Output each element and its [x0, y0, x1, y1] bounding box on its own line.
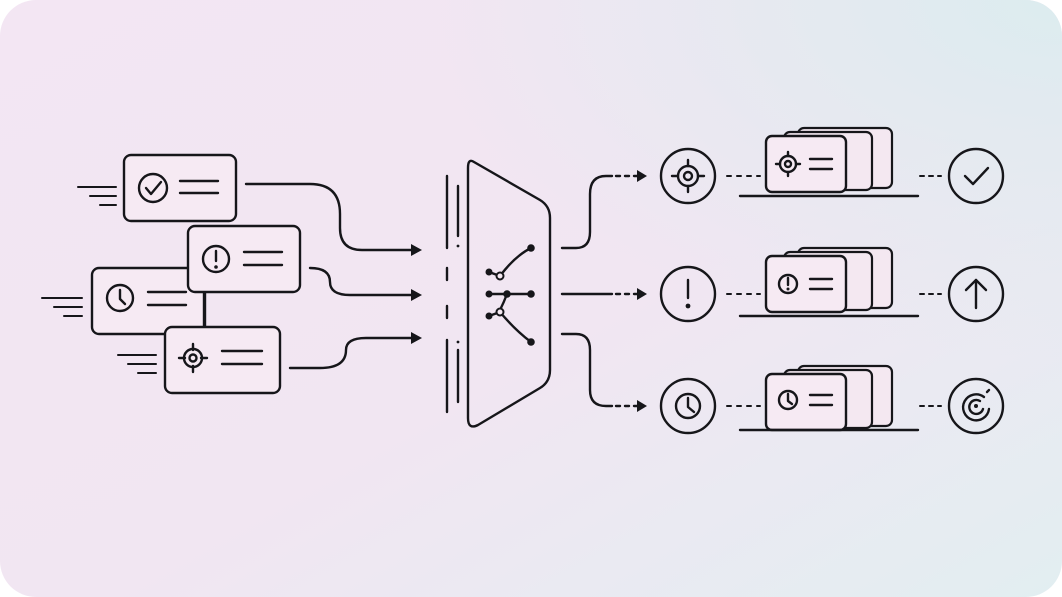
output-flows	[560, 170, 647, 412]
decision-tree-icon	[485, 244, 535, 346]
check-circle-icon	[137, 172, 169, 204]
input-card-crosshair	[163, 325, 282, 395]
ticket-stack	[738, 246, 920, 318]
input-flows	[244, 182, 422, 370]
filter-gate	[445, 159, 552, 428]
speed-lines	[41, 186, 157, 374]
input-card-exclamation	[186, 224, 302, 294]
input-card-check	[122, 153, 238, 223]
crosshair-icon	[177, 342, 209, 374]
exclamation-icon	[659, 265, 717, 323]
clock-icon	[105, 283, 135, 313]
ticket-stack	[738, 364, 920, 432]
spiral-icon	[947, 377, 1005, 435]
input-card-clock	[90, 266, 206, 336]
clock-icon	[659, 377, 717, 435]
arrow-up-icon	[947, 265, 1005, 323]
output-row-crosshair	[659, 126, 1005, 205]
output-row-exclamation	[659, 246, 1005, 323]
crosshair-icon	[659, 147, 717, 205]
ticket-stack	[738, 126, 920, 198]
check-circle-icon	[947, 147, 1005, 205]
exclamation-circle-icon	[201, 244, 231, 274]
output-row-clock	[659, 364, 1005, 435]
